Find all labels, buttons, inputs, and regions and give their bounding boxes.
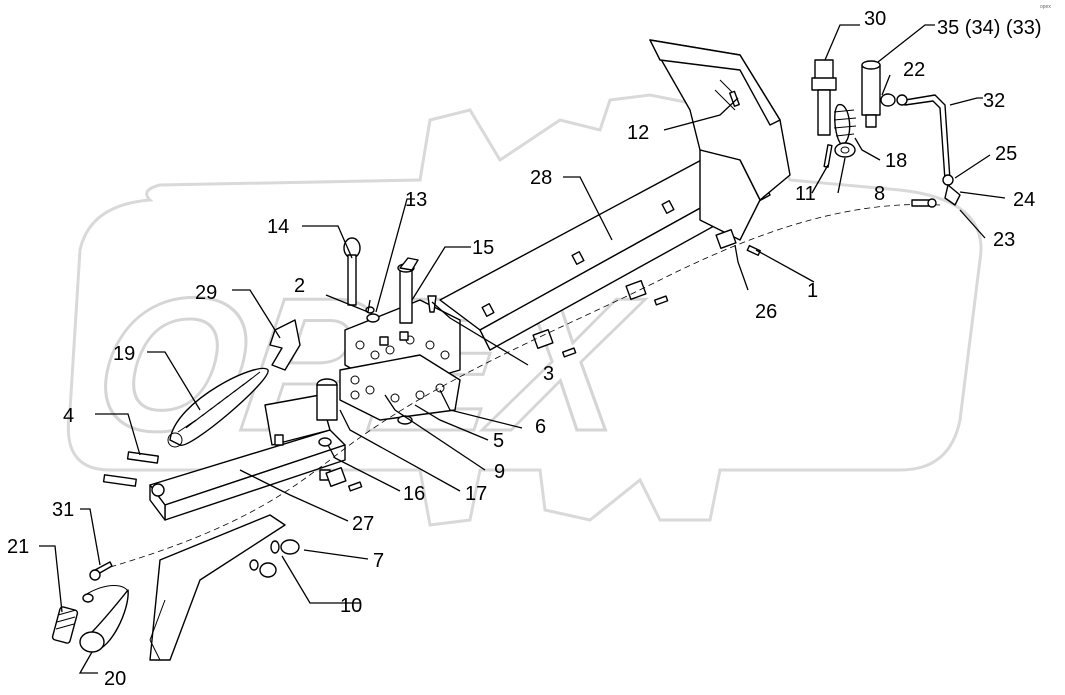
nuts bbox=[249, 539, 300, 578]
callout-4: 4 bbox=[63, 405, 74, 427]
callout-26: 26 bbox=[755, 301, 777, 323]
callout-1: 1 bbox=[807, 280, 818, 302]
callout-12: 12 bbox=[627, 122, 649, 144]
callout-32: 32 bbox=[983, 90, 1005, 112]
callout-23: 23 bbox=[993, 229, 1015, 251]
callout-18: 18 bbox=[885, 150, 907, 172]
callout-7: 7 bbox=[373, 550, 384, 572]
callout-17: 17 bbox=[465, 483, 487, 505]
callout-2: 2 bbox=[294, 275, 305, 297]
corner-mark: opex bbox=[1040, 4, 1051, 10]
jack-parts bbox=[811, 59, 881, 168]
lower-arm bbox=[149, 378, 346, 521]
tow-jaw bbox=[149, 514, 286, 661]
callout-19: 19 bbox=[113, 343, 135, 365]
callout-25: 25 bbox=[995, 143, 1017, 165]
callout-10: 10 bbox=[340, 595, 362, 617]
callout-8: 8 bbox=[874, 183, 885, 205]
callout-27: 27 bbox=[352, 513, 374, 535]
quick-coupler bbox=[51, 561, 129, 653]
callout-30: 30 bbox=[864, 8, 886, 30]
callout-24: 24 bbox=[1013, 189, 1035, 211]
callout-16: 16 bbox=[403, 483, 425, 505]
callout-11: 11 bbox=[795, 183, 816, 205]
tension-spring bbox=[167, 367, 269, 448]
callout-6: 6 bbox=[535, 416, 546, 438]
callout-13: 13 bbox=[405, 189, 427, 211]
callout-9: 9 bbox=[494, 461, 505, 483]
hose-clamps bbox=[325, 228, 761, 492]
callout-28: 28 bbox=[530, 167, 552, 189]
callout-21: 21 bbox=[7, 536, 29, 558]
watermark-gear-outline bbox=[66, 93, 983, 527]
callout-20: 20 bbox=[104, 668, 126, 690]
callout-14: 14 bbox=[267, 216, 289, 238]
callout-5: 5 bbox=[493, 430, 504, 452]
hydraulic-hose bbox=[880, 93, 961, 208]
callout-labels: 1 2 3 4 5 6 7 8 9 10 11 12 13 14 15 16 1… bbox=[7, 8, 1042, 690]
callout-29: 29 bbox=[195, 282, 217, 304]
callout-3: 3 bbox=[543, 363, 554, 385]
callout-15: 15 bbox=[472, 237, 494, 259]
leader-lines bbox=[39, 24, 1006, 674]
spring-bracket bbox=[269, 319, 301, 371]
bolts-4 bbox=[102, 451, 165, 497]
hydraulic-line bbox=[99, 204, 941, 571]
hitch-head bbox=[649, 39, 791, 241]
callout-35-34-33: 35 (34) (33) bbox=[937, 17, 1042, 39]
callout-22: 22 bbox=[903, 59, 925, 81]
callout-31: 31 bbox=[52, 499, 74, 521]
pins bbox=[343, 237, 437, 324]
